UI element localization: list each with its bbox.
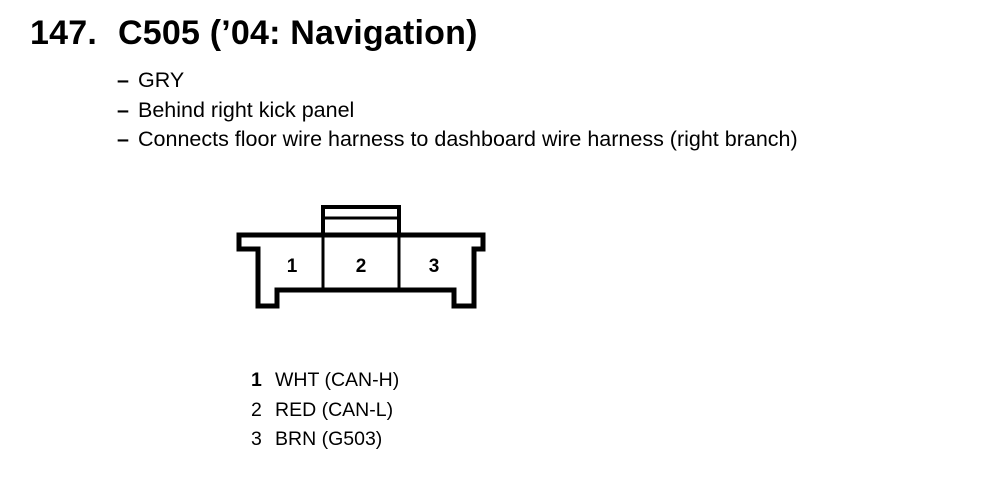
detail-location-text: Behind right kick panel [138,97,355,122]
bullet-dash: – [117,127,129,151]
detail-color: –GRY [117,66,798,96]
pin-number: 2 [251,398,262,421]
pin-row: 3 BRN (G503) [251,425,399,455]
pin-number: 1 [251,369,262,391]
detail-connects-text: Connects floor wire harness to dashboard… [138,127,798,151]
pin-list: 1 WHT (CAN-H) 2 RED (CAN-L) 3 BRN (G503) [251,366,399,455]
detail-connects: –Connects floor wire harness to dashboar… [117,125,798,155]
cavity-label-2: 2 [356,256,367,277]
connector-index: 147. [30,14,97,52]
bullet-dash: – [117,97,129,122]
connector-diagram: 1 2 3 [236,205,486,309]
pin-row: 2 RED (CAN-L) [251,396,399,426]
cavity-label-3: 3 [429,256,440,277]
cavity-label-1: 1 [287,256,298,277]
connector-title: C505 (’04: Navigation) [118,14,478,52]
pin-number: 3 [251,428,262,450]
detail-location: –Behind right kick panel [117,96,798,126]
pin-description: BRN (G503) [275,428,383,450]
detail-color-text: GRY [138,68,185,92]
bullet-dash: – [117,68,129,92]
connector-latch [321,205,401,237]
page-title: 147. C505 (’04: Navigation) [30,14,478,53]
pin-description: WHT (CAN-H) [275,369,400,391]
pin-row: 1 WHT (CAN-H) [251,366,399,396]
pin-description: RED (CAN-L) [275,398,394,421]
connector-housing [236,232,486,309]
connector-details: –GRY –Behind right kick panel –Connects … [117,66,798,155]
